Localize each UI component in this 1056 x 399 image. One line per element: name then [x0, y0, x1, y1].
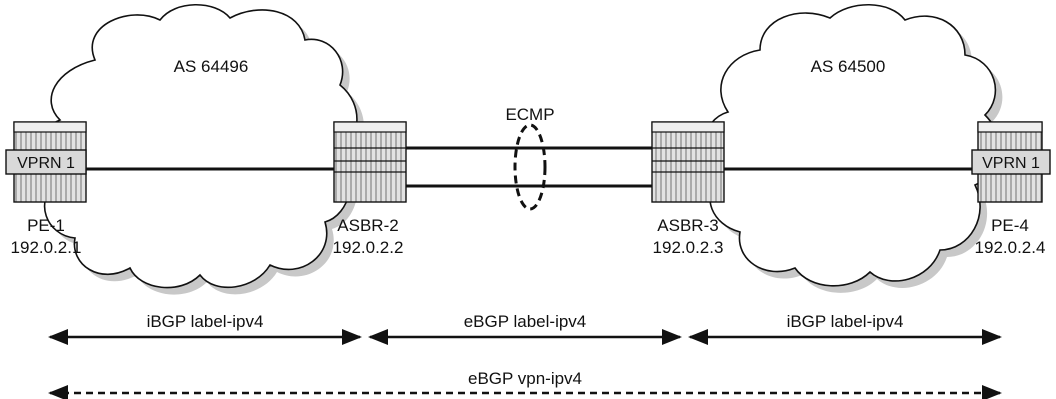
vprn-box-pe4: [971, 149, 1051, 175]
session-label-ibgp-left: iBGP label-ipv4: [147, 312, 264, 331]
router-ip-pe4: 192.0.2.4: [975, 238, 1046, 257]
session-label-ibgp-right: iBGP label-ipv4: [787, 312, 904, 331]
router-pe4: VPRN 1: [971, 121, 1051, 203]
vprn-label-pe1: VPRN 1: [17, 155, 75, 172]
router-name-pe1: PE-1: [27, 216, 65, 235]
router-name-asbr2: ASBR-2: [337, 216, 398, 235]
ecmp-ellipse: [513, 123, 547, 211]
router-ip-asbr2: 192.0.2.2: [333, 238, 404, 257]
as-label-right: AS 64500: [811, 57, 886, 76]
as-cloud-right: [703, 3, 1007, 293]
router-asbr2: [333, 121, 407, 203]
as-cloud-left: [37, 3, 364, 295]
router-ip-asbr3: 192.0.2.3: [653, 238, 724, 257]
vprn-box-pe1: [5, 149, 87, 175]
vprn-label-pe4: VPRN 1: [982, 155, 1040, 172]
router-name-pe4: PE-4: [991, 216, 1029, 235]
router-pe1: VPRN 1: [5, 121, 87, 203]
ecmp-label: ECMP: [505, 105, 554, 124]
router-ip-pe1: 192.0.2.1: [11, 238, 82, 257]
router-asbr3: [651, 121, 725, 203]
session-label-ebgp-vpn: eBGP vpn-ipv4: [468, 369, 582, 388]
router-name-asbr3: ASBR-3: [657, 216, 718, 235]
session-label-ebgp-mid: eBGP label-ipv4: [464, 312, 587, 331]
as-label-left: AS 64496: [174, 57, 249, 76]
links: [86, 146, 978, 188]
